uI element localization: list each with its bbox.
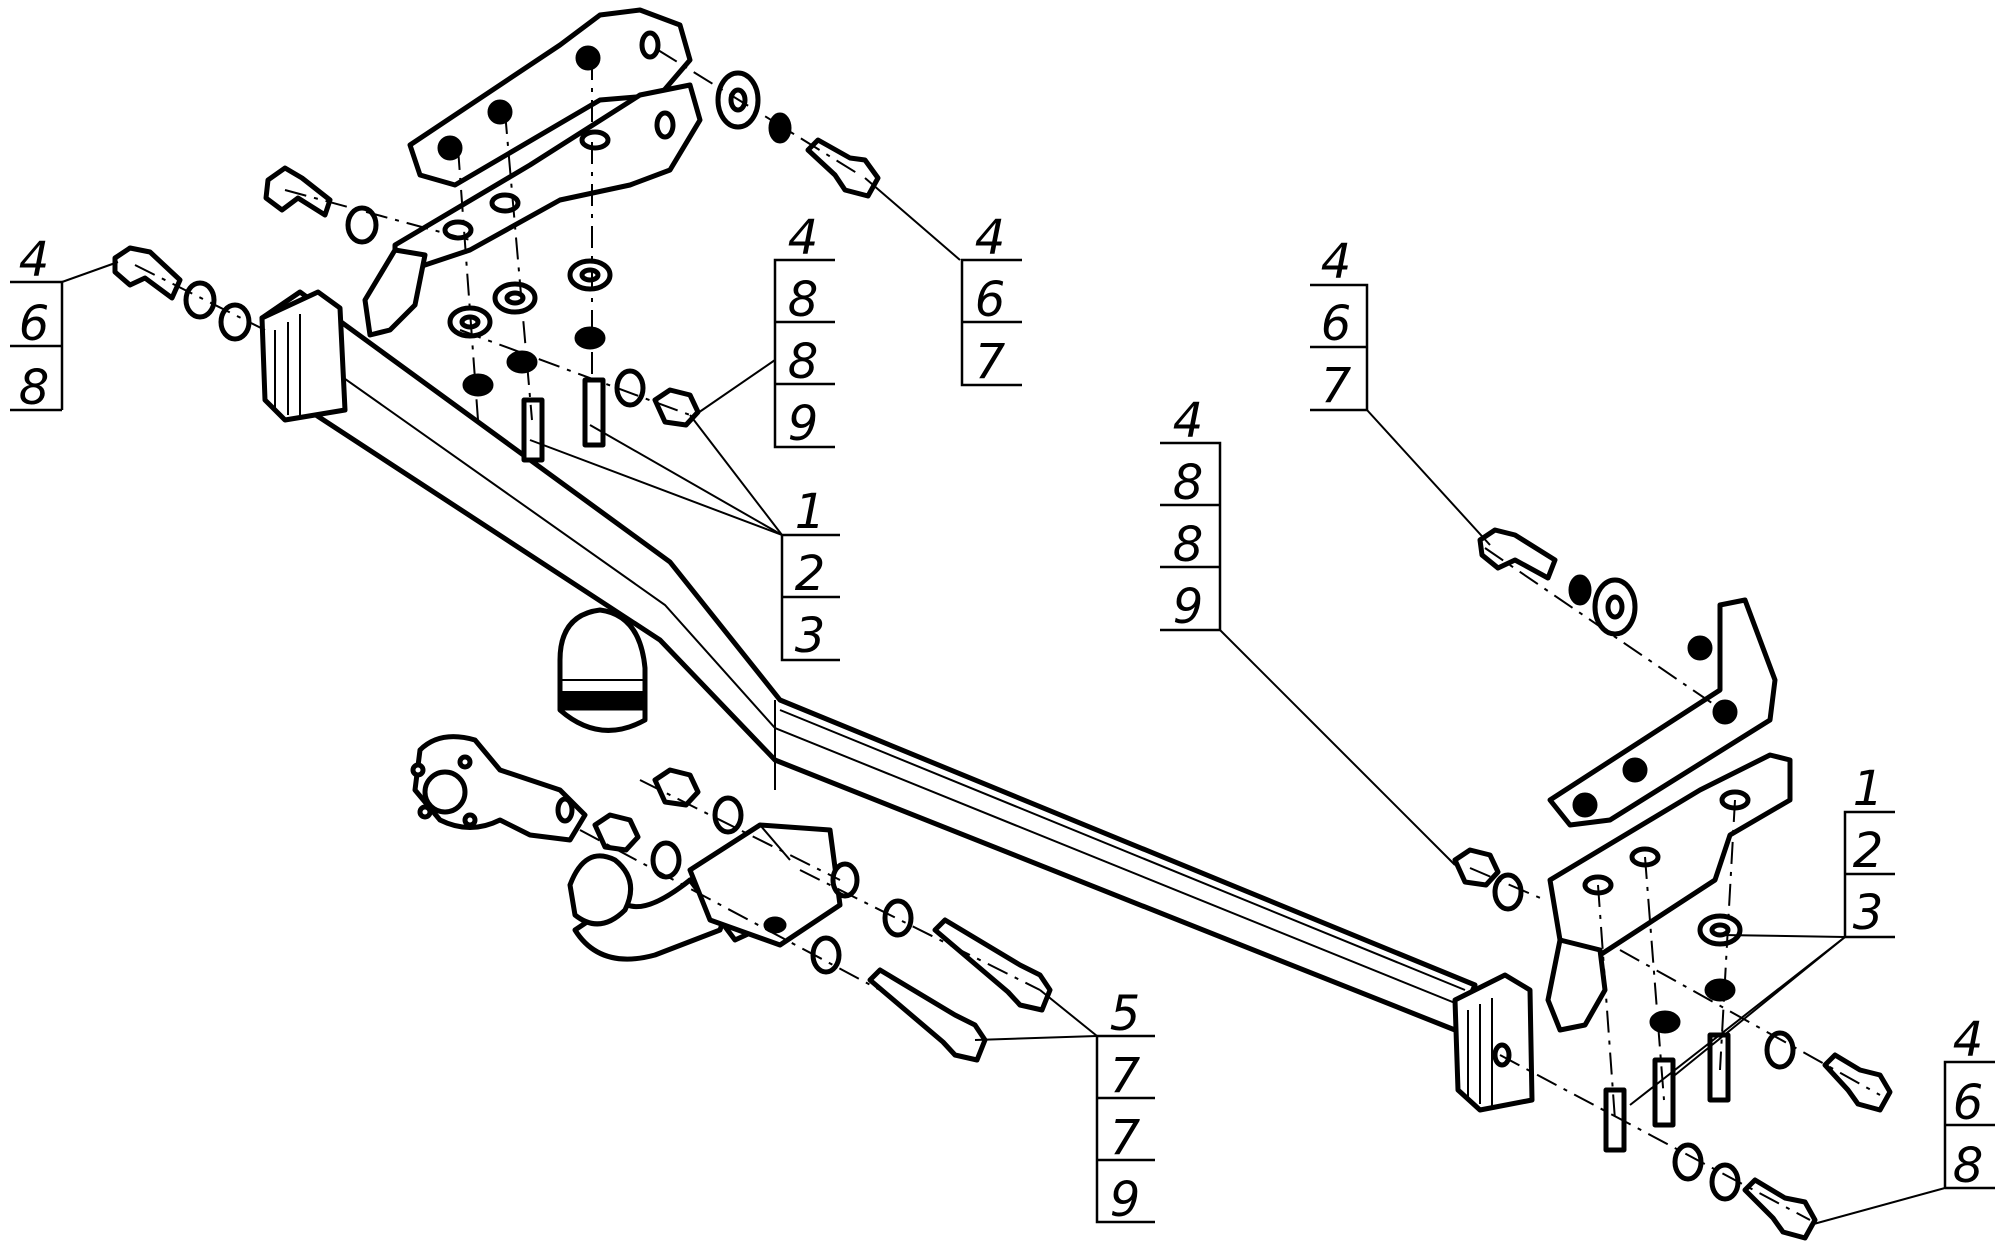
callout-top-left: 4 6 8 [10,232,64,416]
callout-middle-item-4: 9 [1173,579,1204,635]
bolt-right-upper [1477,527,1558,581]
callout-bottom-center-item-4: 9 [1110,1172,1141,1228]
bolt-right-bottom [1742,1177,1818,1241]
callout-right-bolts-item-1: 1 [1853,761,1884,817]
callout-top-left-item-1: 4 [19,232,50,288]
washer-left-nut [614,368,646,408]
washer-bracket-left-3 [567,258,613,292]
assembly-axis-lines [134,49,1881,1221]
right-bracket-side-plate [1492,937,1608,1068]
washer-left-lower-1 [183,280,217,320]
callout-top-right-item-3: 7 [975,334,1006,390]
washer-hook-1 [712,795,744,835]
lock-washer-bracket-right-2 [1649,1010,1681,1034]
long-bolt-hook-lower [867,967,988,1063]
callout-middle-item-2: 8 [1173,455,1204,511]
washer-middle [1492,872,1524,912]
callout-bottom-center-item-1: 5 [1110,986,1141,1042]
bolt-left-bracket-side [263,165,333,218]
callout-right-bolts-item-2: 2 [1853,823,1884,879]
callout-left-bolts-item-3: 3 [795,608,826,664]
nut-middle [1452,847,1501,888]
bolt-top-right [805,137,881,199]
washer-right-bottom-2 [1709,1162,1741,1202]
callout-bottom-right-item-2: 6 [1953,1075,1984,1131]
long-bolt-hook-upper [932,917,1053,1013]
washer-bracket-right-1 [1697,913,1743,947]
callout-middle-item-3: 8 [1173,517,1204,573]
crossbar-left-end-cap [259,289,348,423]
callout-top-center-item-1: 4 [788,210,819,266]
callout-bottom-right-item-1: 4 [1953,1012,1984,1068]
lock-washer-top-right [768,112,792,144]
washer-right-upper-large [1592,577,1638,637]
washer-right-side [1764,1030,1796,1070]
lock-washer-bracket-left-1 [462,373,494,397]
bolt-left-lower [112,245,183,301]
lock-washer-bracket-left-3 [574,326,606,350]
callout-middle-item-1: 4 [1173,393,1204,449]
callout-middle: 4 8 8 9 [1160,393,1222,635]
callout-bottom-center: 5 7 7 9 [1095,986,1155,1228]
callout-top-right-item-2: 6 [975,272,1006,328]
lock-washer-bracket-right-1 [1704,978,1736,1002]
bolt-bracket-left-2 [582,377,606,448]
callout-bottom-right: 4 6 8 [1943,1012,1995,1194]
tow-hook-socket-block [687,822,843,948]
callout-upper-right-item-2: 6 [1321,296,1352,352]
callout-top-left-item-2: 6 [19,296,50,352]
callout-top-right-item-1: 4 [975,210,1006,266]
callout-upper-right-item-1: 4 [1321,234,1352,290]
callout-top-center-item-3: 8 [788,334,819,390]
washer-left-side [345,205,379,245]
left-upper-bracket-plate [407,7,693,188]
lock-washer-bracket-left-2 [506,350,538,374]
callout-left-bolts: 1 2 3 [780,484,840,664]
washer-hook-4 [882,898,914,938]
lock-washer-right-upper [1568,574,1592,606]
callout-upper-right: 4 6 7 [1310,234,1369,414]
callout-top-right: 4 6 7 [960,210,1022,390]
washer-bracket-left-2 [492,281,538,315]
socket-mounting-plate [410,734,588,843]
nut-hook-2 [592,812,641,853]
washer-hook-3 [830,861,860,899]
callout-upper-right-item-3: 7 [1321,358,1352,414]
nut-left [652,387,701,428]
callout-bottom-center-item-2: 7 [1110,1048,1141,1104]
callout-top-center-item-2: 8 [788,272,819,328]
main-crossbar [259,289,1478,1033]
tow-ball-cover [557,607,648,733]
callout-left-bolts-item-2: 2 [795,546,826,602]
callout-top-center-item-4: 9 [788,396,819,452]
washer-hook-5 [810,935,842,975]
callout-bottom-center-item-3: 7 [1110,1110,1141,1166]
leader-lines [61,177,1946,1226]
crossbar-right-end-cap [1452,972,1535,1113]
callout-top-center: 4 8 8 9 [773,210,835,452]
callout-left-bolts-item-1: 1 [795,484,826,540]
callout-right-bolts-item-3: 3 [1853,885,1884,941]
bolt-bracket-left-1 [521,397,545,463]
bolt-bracket-right-2 [1652,1057,1676,1128]
nut-hook-1 [652,767,701,808]
left-bracket-side-plate [362,247,428,338]
washer-hook-2 [650,840,682,880]
right-upper-bracket-plate [1547,597,1778,828]
callout-right-bolts: 1 2 3 [1843,761,1895,941]
callout-bottom-right-item-3: 8 [1953,1138,1984,1194]
washer-right-bottom-1 [1672,1142,1704,1182]
callout-top-left-item-3: 8 [19,360,50,416]
